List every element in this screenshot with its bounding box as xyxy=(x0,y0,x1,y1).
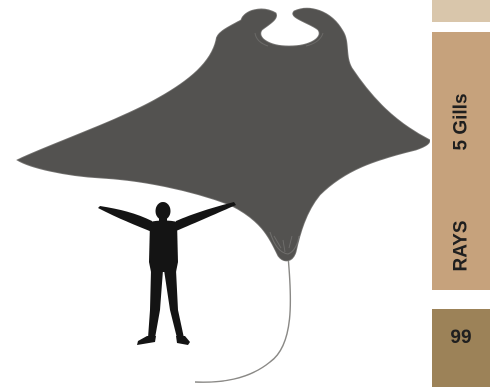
top-color-block xyxy=(432,0,490,22)
human-silhouette-icon xyxy=(98,202,236,345)
rays-label: RAYS xyxy=(452,220,471,271)
gills-rays-block: 5 Gills RAYS xyxy=(432,32,490,290)
sidebar-info-strip: 5 Gills RAYS 99 xyxy=(432,0,490,387)
count-block: 99 xyxy=(432,309,490,387)
manta-tail xyxy=(195,256,290,382)
manta-ray-icon xyxy=(17,8,430,261)
gills-label: 5 Gills xyxy=(452,93,471,150)
size-comparison-figure xyxy=(0,0,430,387)
count-value: 99 xyxy=(432,327,490,349)
